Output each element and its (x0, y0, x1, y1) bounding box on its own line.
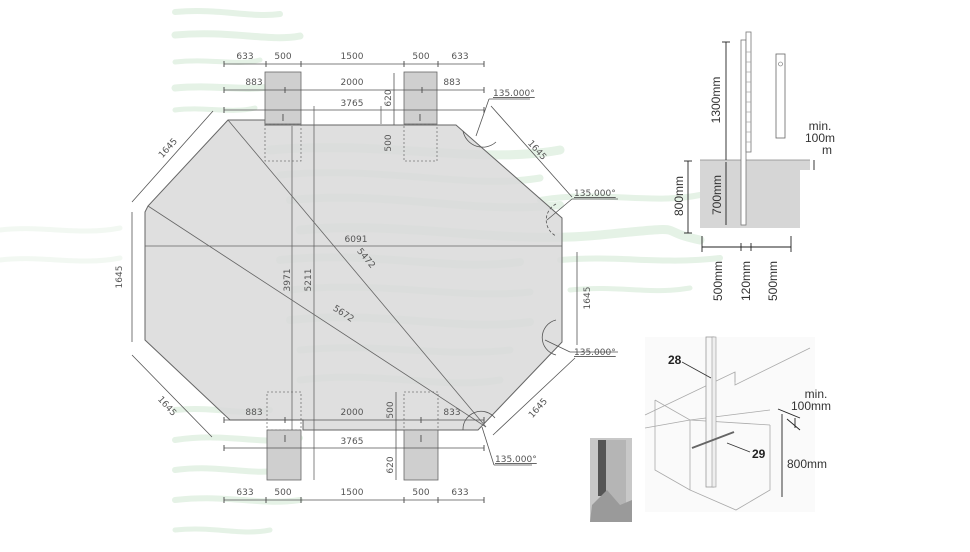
outer-dim-labels: 1645 1645 1645 1645 1645 1645 135.000° 1… (115, 89, 616, 465)
footing-bottom-left (266, 429, 302, 481)
angle-label: 135.000° (493, 89, 535, 99)
svg-text:3765: 3765 (341, 437, 364, 447)
svg-text:1645: 1645 (583, 287, 593, 310)
svg-text:500mm: 500mm (711, 261, 725, 301)
callout-28: 28 (668, 353, 682, 367)
svg-text:1300mm: 1300mm (709, 77, 723, 124)
angle-label: 135.000° (495, 455, 537, 465)
footing-top-left (264, 71, 302, 125)
svg-text:500: 500 (274, 52, 291, 62)
footing-top-right (403, 71, 438, 125)
svg-text:120mm: 120mm (739, 261, 753, 301)
post-symbol: I (420, 434, 423, 445)
slab-octagon (144, 119, 563, 431)
svg-text:500: 500 (412, 52, 429, 62)
section-detail: 1300mm min. 100m m 800mm 700mm 500mm 120… (672, 31, 835, 301)
post (740, 39, 747, 226)
svg-text:1645: 1645 (527, 397, 550, 421)
outer-dimensions (131, 98, 618, 466)
svg-text:620: 620 (386, 456, 396, 473)
svg-text:500: 500 (274, 488, 291, 498)
bottom-dimensions (223, 392, 485, 503)
svg-text:883: 883 (245, 78, 262, 88)
slab-plan: I I I I 6091 5472 5672 3971 5211 (144, 71, 563, 481)
rebar (691, 431, 735, 449)
footing-top-right-dashed (403, 123, 438, 162)
svg-text:min.: min. (805, 387, 828, 401)
svg-text:883: 883 (245, 408, 262, 418)
post-symbol: I (419, 113, 422, 124)
angle-label: 135.000° (574, 189, 616, 199)
svg-text:633: 633 (451, 488, 468, 498)
svg-text:700mm: 700mm (710, 175, 724, 215)
vert-dim-1: 3971 (283, 269, 293, 292)
svg-text:500mm: 500mm (766, 261, 780, 301)
svg-text:633: 633 (451, 52, 468, 62)
svg-text:1645: 1645 (115, 266, 125, 289)
svg-text:2000: 2000 (341, 78, 364, 88)
svg-text:800mm: 800mm (672, 176, 686, 216)
bottom-dim-labels: 883 2000 833 500 3765 620 633 500 1500 5… (236, 401, 468, 498)
svg-text:833: 833 (443, 408, 460, 418)
svg-text:633: 633 (236, 488, 253, 498)
svg-text:1500: 1500 (341, 488, 364, 498)
svg-text:800mm: 800mm (787, 457, 827, 471)
callout-29: 29 (752, 447, 766, 461)
svg-text:620: 620 (384, 89, 394, 106)
svg-text:883: 883 (443, 78, 460, 88)
vert-dim-2: 5211 (304, 269, 314, 292)
svg-text:500: 500 (412, 488, 429, 498)
svg-text:1645: 1645 (157, 137, 180, 161)
svg-text:m: m (822, 143, 832, 157)
svg-text:100mm: 100mm (791, 399, 831, 413)
top-dim-labels: 633 500 1500 500 633 883 2000 883 3765 6… (236, 52, 468, 152)
width-dim: 6091 (345, 235, 368, 245)
top-dimensions (223, 61, 485, 125)
svg-text:500: 500 (384, 134, 394, 151)
post-symbol: I (284, 434, 287, 445)
svg-text:633: 633 (236, 52, 253, 62)
footing-bottom-right (403, 429, 439, 481)
post-symbol: I (282, 113, 285, 124)
angle-label: 135.000° (574, 348, 616, 358)
svg-text:min.: min. (809, 119, 832, 133)
photo-inset (590, 438, 632, 522)
svg-text:1500: 1500 (341, 52, 364, 62)
spirit-level (775, 53, 786, 139)
svg-text:100m: 100m (805, 131, 835, 145)
svg-text:500: 500 (386, 401, 396, 418)
svg-text:2000: 2000 (341, 408, 364, 418)
isometric-detail: 28 29 min. 100mm 800mm (644, 336, 831, 512)
svg-text:3765: 3765 (341, 99, 364, 109)
footing-top-left-dashed (264, 123, 302, 162)
